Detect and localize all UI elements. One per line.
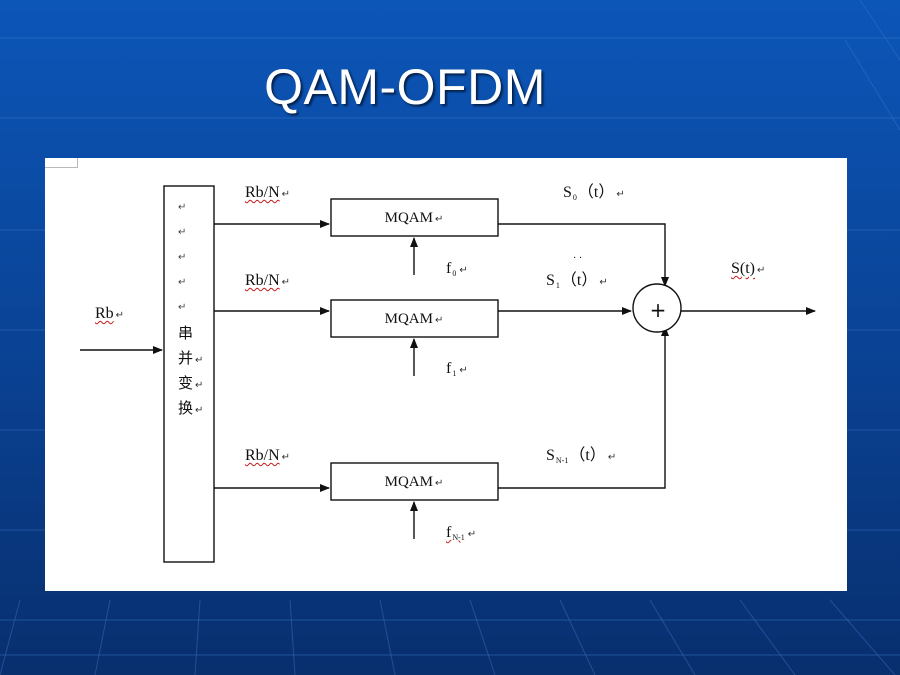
slide-title: QAM-OFDM — [264, 59, 546, 115]
summer-circle — [632, 283, 682, 333]
carrier-label: f1↵ — [446, 360, 468, 378]
mqam-label: MQAM↵ — [384, 474, 444, 490]
branch-output-label: S0（t）↵ — [563, 184, 625, 202]
diagram-lines — [80, 185, 816, 563]
mqam-label: MQAM↵ — [384, 210, 444, 226]
sp-char: 换↵ — [178, 399, 204, 417]
sp-char: 变↵ — [178, 374, 204, 392]
summer-plus-symbol: + — [649, 298, 667, 322]
sp-char: 并↵ — [178, 349, 204, 367]
branch-output-label: S1（t）↵ — [546, 272, 608, 290]
mqam-box-0 — [330, 198, 499, 237]
output-signal-label: S(t)↵ — [731, 260, 766, 277]
sp-return-mark: ↵ — [178, 252, 187, 263]
sp-return-mark: ↵ — [178, 302, 187, 313]
sp-return-mark: ↵ — [178, 227, 187, 238]
output-0-line — [498, 223, 669, 287]
mqam-box-1 — [330, 299, 499, 338]
branch-output-label: SN-1（t）↵ — [546, 447, 617, 465]
branch-rate-label: Rb/N↵ — [245, 447, 291, 464]
ellipsis-mark: · · — [573, 253, 583, 264]
input-rate-label: Rb↵ — [95, 305, 125, 322]
page-corner-mark — [45, 158, 78, 168]
carrier-label: f0↵ — [446, 260, 468, 278]
sp-return-mark: ↵ — [178, 202, 187, 213]
branch-rate-label: Rb/N↵ — [245, 272, 291, 289]
carrier-label: fN-1↵ — [446, 524, 477, 542]
block-diagram-panel: Rb↵ ↵ ↵ ↵ ↵ ↵ 串 并↵ 变↵ 换↵ Rb/N↵ Rb/N↵ Rb/… — [45, 158, 847, 591]
serial-parallel-box — [163, 185, 215, 563]
output-2-line — [498, 326, 669, 489]
mqam-label: MQAM↵ — [384, 311, 444, 327]
mqam-box-2 — [330, 462, 499, 501]
sp-char: 串 — [178, 324, 194, 342]
branch-rate-label: Rb/N↵ — [245, 184, 291, 201]
sp-return-mark: ↵ — [178, 277, 187, 288]
